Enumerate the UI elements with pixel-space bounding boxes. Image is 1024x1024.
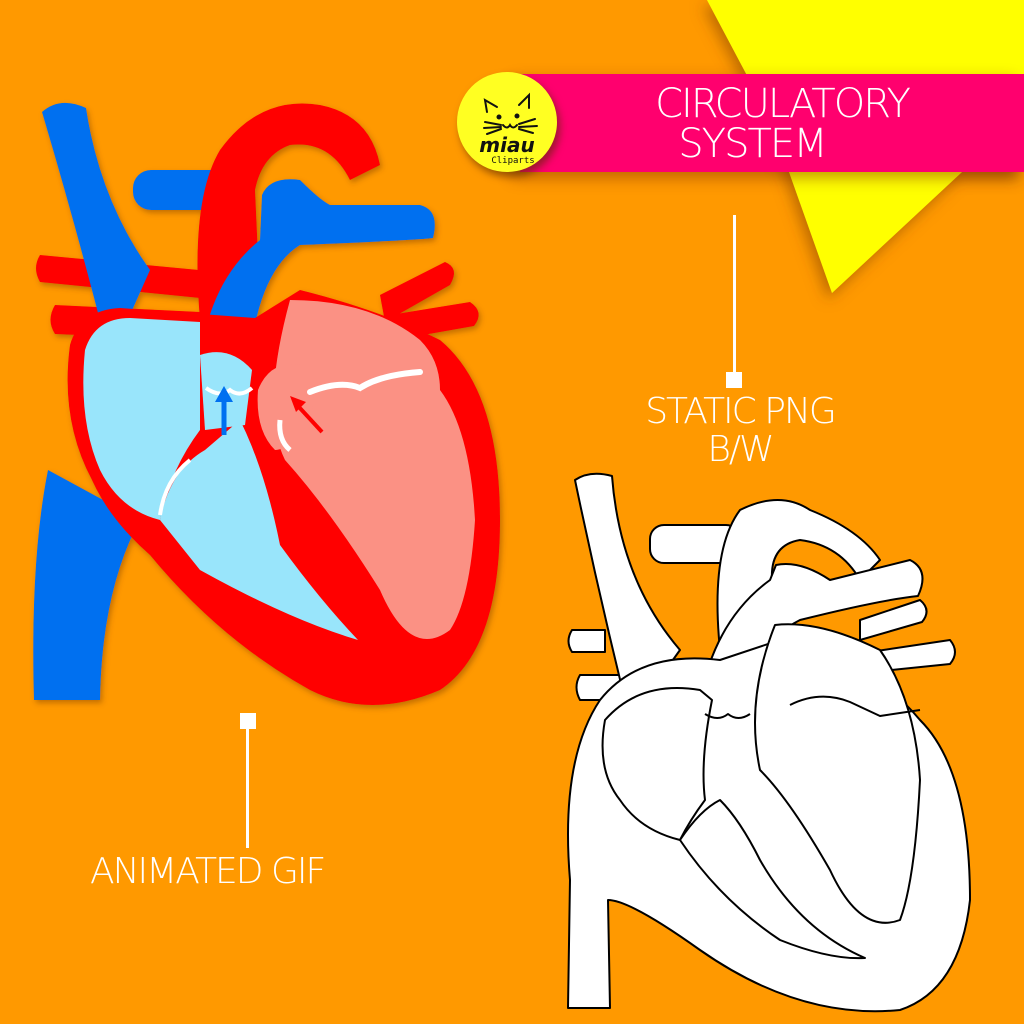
cat-face-icon: miau Cliparts	[479, 92, 538, 166]
miau-cliparts-logo: miau Cliparts	[457, 72, 557, 172]
svg-text:miau: miau	[479, 133, 534, 157]
red-arrow-icon	[290, 396, 324, 434]
title-line-2: SYSTEM	[678, 121, 827, 167]
title-line-1: CIRCULATORY	[655, 81, 911, 127]
title-banner: CIRCULATORY SYSTEM	[520, 74, 1024, 172]
animated-gif-label: ANIMATED GIF	[90, 851, 326, 892]
blue-arrow-icon	[215, 386, 233, 435]
static-callout-line	[733, 215, 736, 375]
animated-callout-line	[246, 728, 249, 848]
static-png-label-line2: B/W	[707, 429, 774, 470]
svg-text:Cliparts: Cliparts	[491, 156, 534, 166]
animated-callout-marker	[240, 713, 256, 729]
static-callout-marker	[726, 372, 742, 388]
static-png-label-line1: STATIC PNG	[645, 391, 837, 432]
static-png-label: STATIC PNG B/W	[622, 393, 858, 469]
